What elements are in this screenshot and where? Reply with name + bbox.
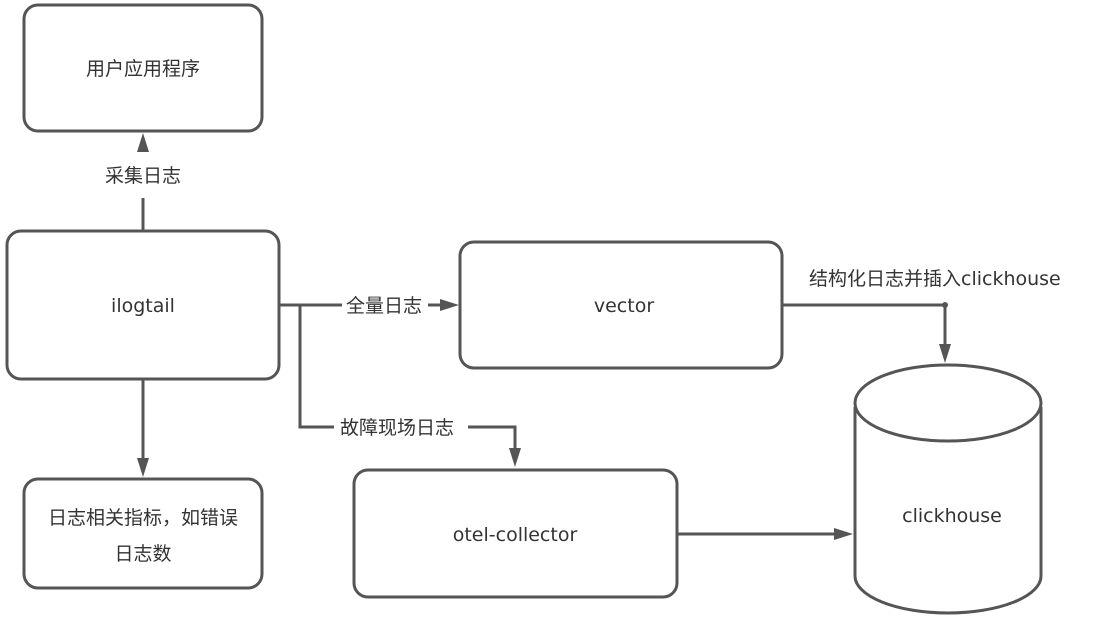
edge-junction-dot <box>942 302 948 308</box>
edge-incident-logs-line-a <box>298 305 334 429</box>
edge-metrics <box>137 380 149 477</box>
node-otel-collector-label: otel-collector <box>453 524 578 546</box>
edge-label-collect-logs: 采集日志 <box>105 165 181 187</box>
arrow-down-icon <box>137 458 149 477</box>
node-metrics-box <box>22 477 264 590</box>
arrow-down-icon <box>939 344 951 363</box>
node-clickhouse[interactable]: clickhouse <box>853 363 1043 615</box>
node-user-app-label: 用户应用程序 <box>86 58 200 80</box>
edge-incident-logs-line-b <box>468 425 517 452</box>
node-ilogtail-label: ilogtail <box>111 295 175 317</box>
node-metrics-label-line1: 日志相关指标，如错误 <box>48 507 238 529</box>
edge-structured-insert <box>782 302 951 363</box>
node-vector-box <box>458 240 784 370</box>
edge-label-full-logs: 全量日志 <box>346 295 422 317</box>
node-vector[interactable]: vector <box>458 240 784 370</box>
node-metrics[interactable]: 日志相关指标，如错误 日志数 <box>22 477 264 590</box>
node-clickhouse-label: clickhouse <box>902 505 1002 527</box>
arrow-right-icon <box>834 528 853 540</box>
node-vector-label: vector <box>594 295 654 317</box>
arrow-down-icon <box>509 448 521 467</box>
edge-label-structured-insert: 结构化日志并插入clickhouse <box>809 268 1061 290</box>
arrow-right-icon <box>440 299 459 311</box>
edge-structured-insert-line <box>782 303 947 348</box>
node-clickhouse-body <box>853 407 1043 615</box>
edge-otel-to-clickhouse <box>677 528 853 540</box>
node-user-app[interactable]: 用户应用程序 <box>22 3 264 133</box>
node-otel-collector-box <box>352 468 679 599</box>
edge-label-incident-logs: 故障现场日志 <box>340 417 454 439</box>
arrow-up-icon <box>137 133 149 152</box>
node-user-app-box <box>22 3 264 133</box>
node-otel-collector[interactable]: otel-collector <box>352 468 679 599</box>
node-metrics-label-line2: 日志数 <box>114 543 171 565</box>
edge-collect-logs <box>137 133 149 230</box>
node-ilogtail-box <box>5 229 281 381</box>
edge-incident-logs <box>298 305 521 467</box>
node-ilogtail[interactable]: ilogtail <box>5 229 281 381</box>
node-clickhouse-top <box>853 363 1043 443</box>
edge-full-logs <box>279 299 459 311</box>
